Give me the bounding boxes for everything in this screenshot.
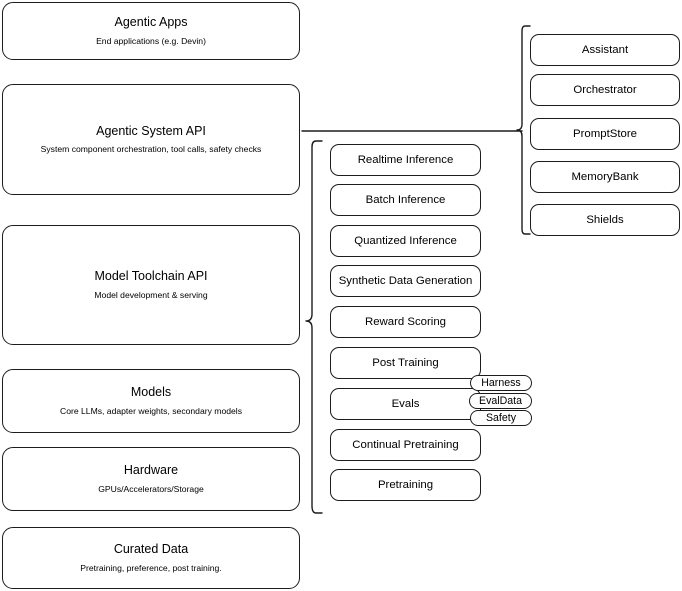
layer-title: Agentic Apps	[114, 15, 188, 30]
layer-box[interactable]: Agentic Apps End applications (e.g. Devi…	[2, 2, 300, 60]
toolchain-component-synthetic-data-generation[interactable]: Synthetic Data Generation	[330, 265, 481, 297]
layer-subtitle: Model development & serving	[94, 289, 208, 300]
layer-title: Models	[130, 385, 172, 400]
layer-title: Hardware	[123, 463, 179, 478]
toolchain-component-post-training[interactable]: Post Training	[330, 347, 481, 379]
toolchain-component-continual-pretraining[interactable]: Continual Pretraining	[330, 429, 481, 461]
model-toolchain-brace	[305, 140, 323, 514]
layer-subtitle: End applications (e.g. Devin)	[96, 35, 206, 46]
agentic-component-promptstore[interactable]: PromptStore	[530, 118, 680, 150]
toolchain-component-pretraining[interactable]: Pretraining	[330, 469, 481, 501]
evals-badge-evaldata[interactable]: EvalData	[469, 393, 532, 409]
agentic-component-assistant[interactable]: Assistant	[530, 34, 680, 66]
layer-subtitle: GPUs/Accelerators/Storage	[98, 483, 204, 494]
evals-badge-harness[interactable]: Harness	[470, 375, 532, 391]
layer-title: Agentic System API	[96, 123, 206, 138]
layer-subtitle: Core LLMs, adapter weights, secondary mo…	[60, 405, 242, 416]
agentic-component-orchestrator[interactable]: Orchestrator	[530, 74, 680, 106]
layer-box[interactable]: Curated Data Pretraining, preference, po…	[2, 527, 300, 589]
layer-subtitle: Pretraining, preference, post training.	[80, 562, 222, 573]
toolchain-component-evals[interactable]: Evals	[330, 388, 481, 420]
toolchain-component-batch-inference[interactable]: Batch Inference	[330, 184, 481, 216]
layer-box[interactable]: Hardware GPUs/Accelerators/Storage	[2, 447, 300, 511]
layer-box[interactable]: Models Core LLMs, adapter weights, secon…	[2, 369, 300, 433]
layer-title: Curated Data	[113, 542, 189, 557]
layer-box[interactable]: Agentic System API System component orch…	[2, 84, 300, 195]
layer-title: Model Toolchain API	[94, 269, 208, 284]
agentic-system-brace	[516, 25, 531, 235]
toolchain-component-quantized-inference[interactable]: Quantized Inference	[330, 225, 481, 257]
toolchain-component-reward-scoring[interactable]: Reward Scoring	[330, 306, 481, 338]
agentic-component-memorybank[interactable]: MemoryBank	[530, 161, 680, 193]
agentic-component-shields[interactable]: Shields	[530, 204, 680, 236]
layer-subtitle: System component orchestration, tool cal…	[40, 144, 262, 155]
layer-box[interactable]: Model Toolchain API Model development & …	[2, 225, 300, 345]
toolchain-component-realtime-inference[interactable]: Realtime Inference	[330, 144, 481, 176]
evals-badge-safety[interactable]: Safety	[470, 410, 532, 426]
